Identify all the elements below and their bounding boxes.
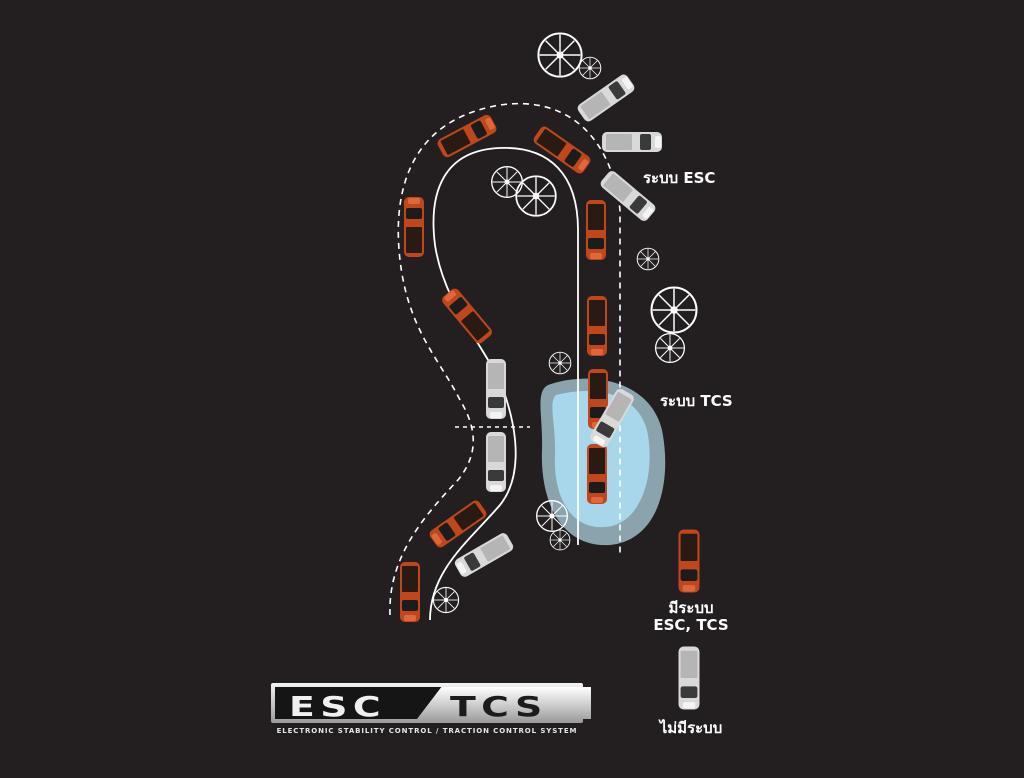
car-with-system-icon [531,124,593,176]
tree-icon [515,175,557,217]
car-with-system-icon [587,296,607,356]
car-with-system-icon [404,197,424,257]
car-with-system-icon [435,113,499,159]
dashed-path [389,102,621,616]
legend-with-system: มีระบบ ESC, TCS [646,600,736,634]
tree-icon [636,247,660,271]
tree-icon [432,586,460,614]
legend-with-system-line2: ESC, TCS [653,616,729,634]
logo-esc-text: ESC [289,690,386,723]
tree-icon [650,286,698,334]
tree-icon [536,500,568,532]
tree-icon [578,56,602,80]
tree-icon [537,32,583,78]
legend-car-with-system-icon [678,529,700,593]
car-with-system-icon [587,444,607,504]
car-without-system-icon [602,132,662,152]
legend-with-system-line1: มีระบบ [668,599,714,617]
car-with-system-icon [427,498,489,550]
logo-inner: ESC TCS [275,687,591,723]
car-without-system-icon [486,359,506,419]
tree-icon [548,351,572,375]
car-without-system-icon [453,531,515,579]
car-with-system-icon [586,200,606,260]
logo-tcs-text: TCS [450,690,548,723]
esc-tcs-logo: ESC TCS [271,683,591,723]
car-with-system-icon [400,562,420,622]
car-without-system-icon [575,72,637,124]
tree-icon [654,332,686,364]
legend-without-system: ไม่มีระบบ [659,719,723,737]
tree-icon [549,529,571,551]
legend-car-without-system-icon [678,646,700,710]
tcs-system-label: ระบบ TCS [660,392,733,410]
logo-tcs-band [417,687,591,719]
tree-icon [491,166,523,198]
logo-subtitle: ELECTRONIC STABILITY CONTROL / TRACTION … [276,727,578,735]
car-without-system-icon [486,432,506,492]
car-with-system-icon [440,286,494,346]
esc-system-label: ระบบ ESC [643,169,716,187]
